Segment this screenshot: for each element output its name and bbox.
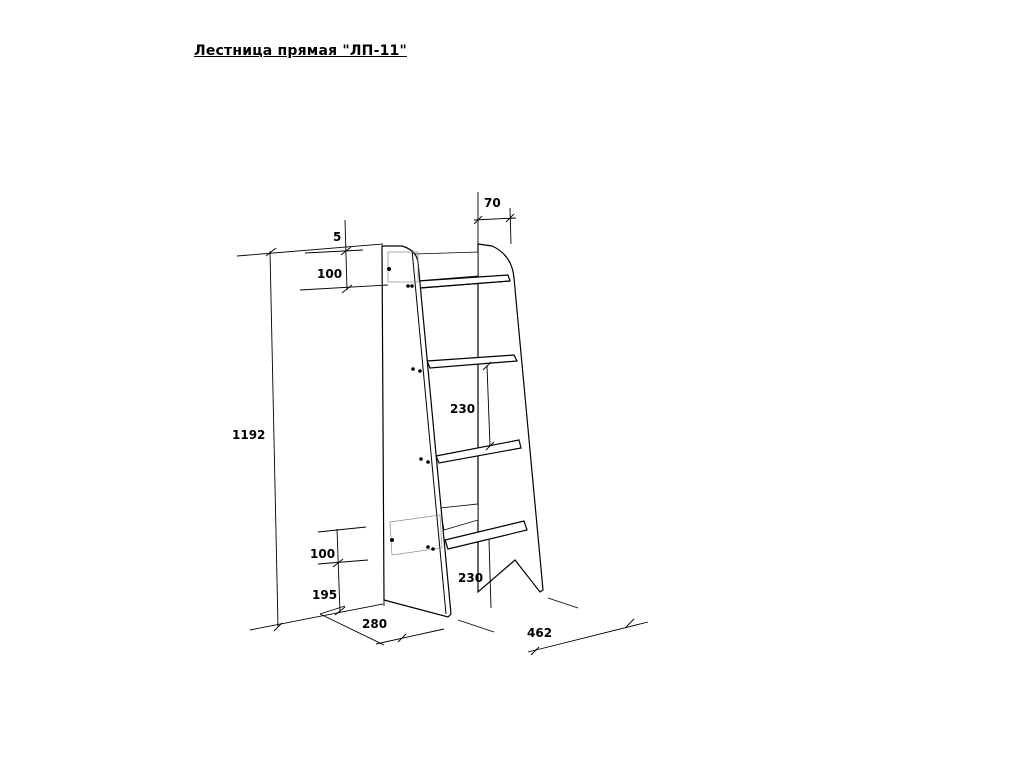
fasteners	[387, 267, 435, 551]
dimension-lines	[236, 192, 649, 656]
rear-side-rail	[477, 243, 544, 594]
dim-bottom-height: 195	[312, 588, 337, 602]
dim-base-width: 462	[527, 626, 552, 640]
fastener-dot	[411, 367, 415, 371]
tread-4	[444, 520, 528, 550]
ladder-structure	[381, 243, 544, 618]
tread-3	[435, 439, 522, 464]
tread-2	[426, 354, 518, 369]
fastener-dot	[426, 460, 430, 464]
dim-step-pitch-upper: 230	[450, 402, 475, 416]
fastener-dot	[410, 284, 414, 288]
wall-plate-bottom	[389, 514, 443, 556]
dim-tread-depth: 70	[484, 196, 501, 210]
dim-bottom-offset: 100	[310, 547, 335, 561]
dim-step-pitch-lower: 230	[458, 571, 483, 585]
upper-back-plate	[414, 251, 479, 282]
front-side-rail	[381, 245, 452, 618]
dim-top-gap: 5	[333, 230, 341, 244]
fastener-dot	[387, 267, 391, 271]
fastener-dot	[406, 284, 410, 288]
dim-base-depth: 280	[362, 617, 387, 631]
lower-back-plate	[439, 503, 479, 531]
dim-total-height: 1192	[232, 428, 265, 442]
wall-plate-top	[387, 251, 419, 283]
fastener-dot	[418, 369, 422, 373]
page-title: Лестница прямая "ЛП-11"	[194, 43, 407, 59]
fastener-dot	[431, 547, 435, 551]
fastener-dot	[426, 545, 430, 549]
fastener-dot	[390, 538, 394, 542]
dim-top-offset: 100	[317, 267, 342, 281]
fastener-dot	[419, 457, 423, 461]
